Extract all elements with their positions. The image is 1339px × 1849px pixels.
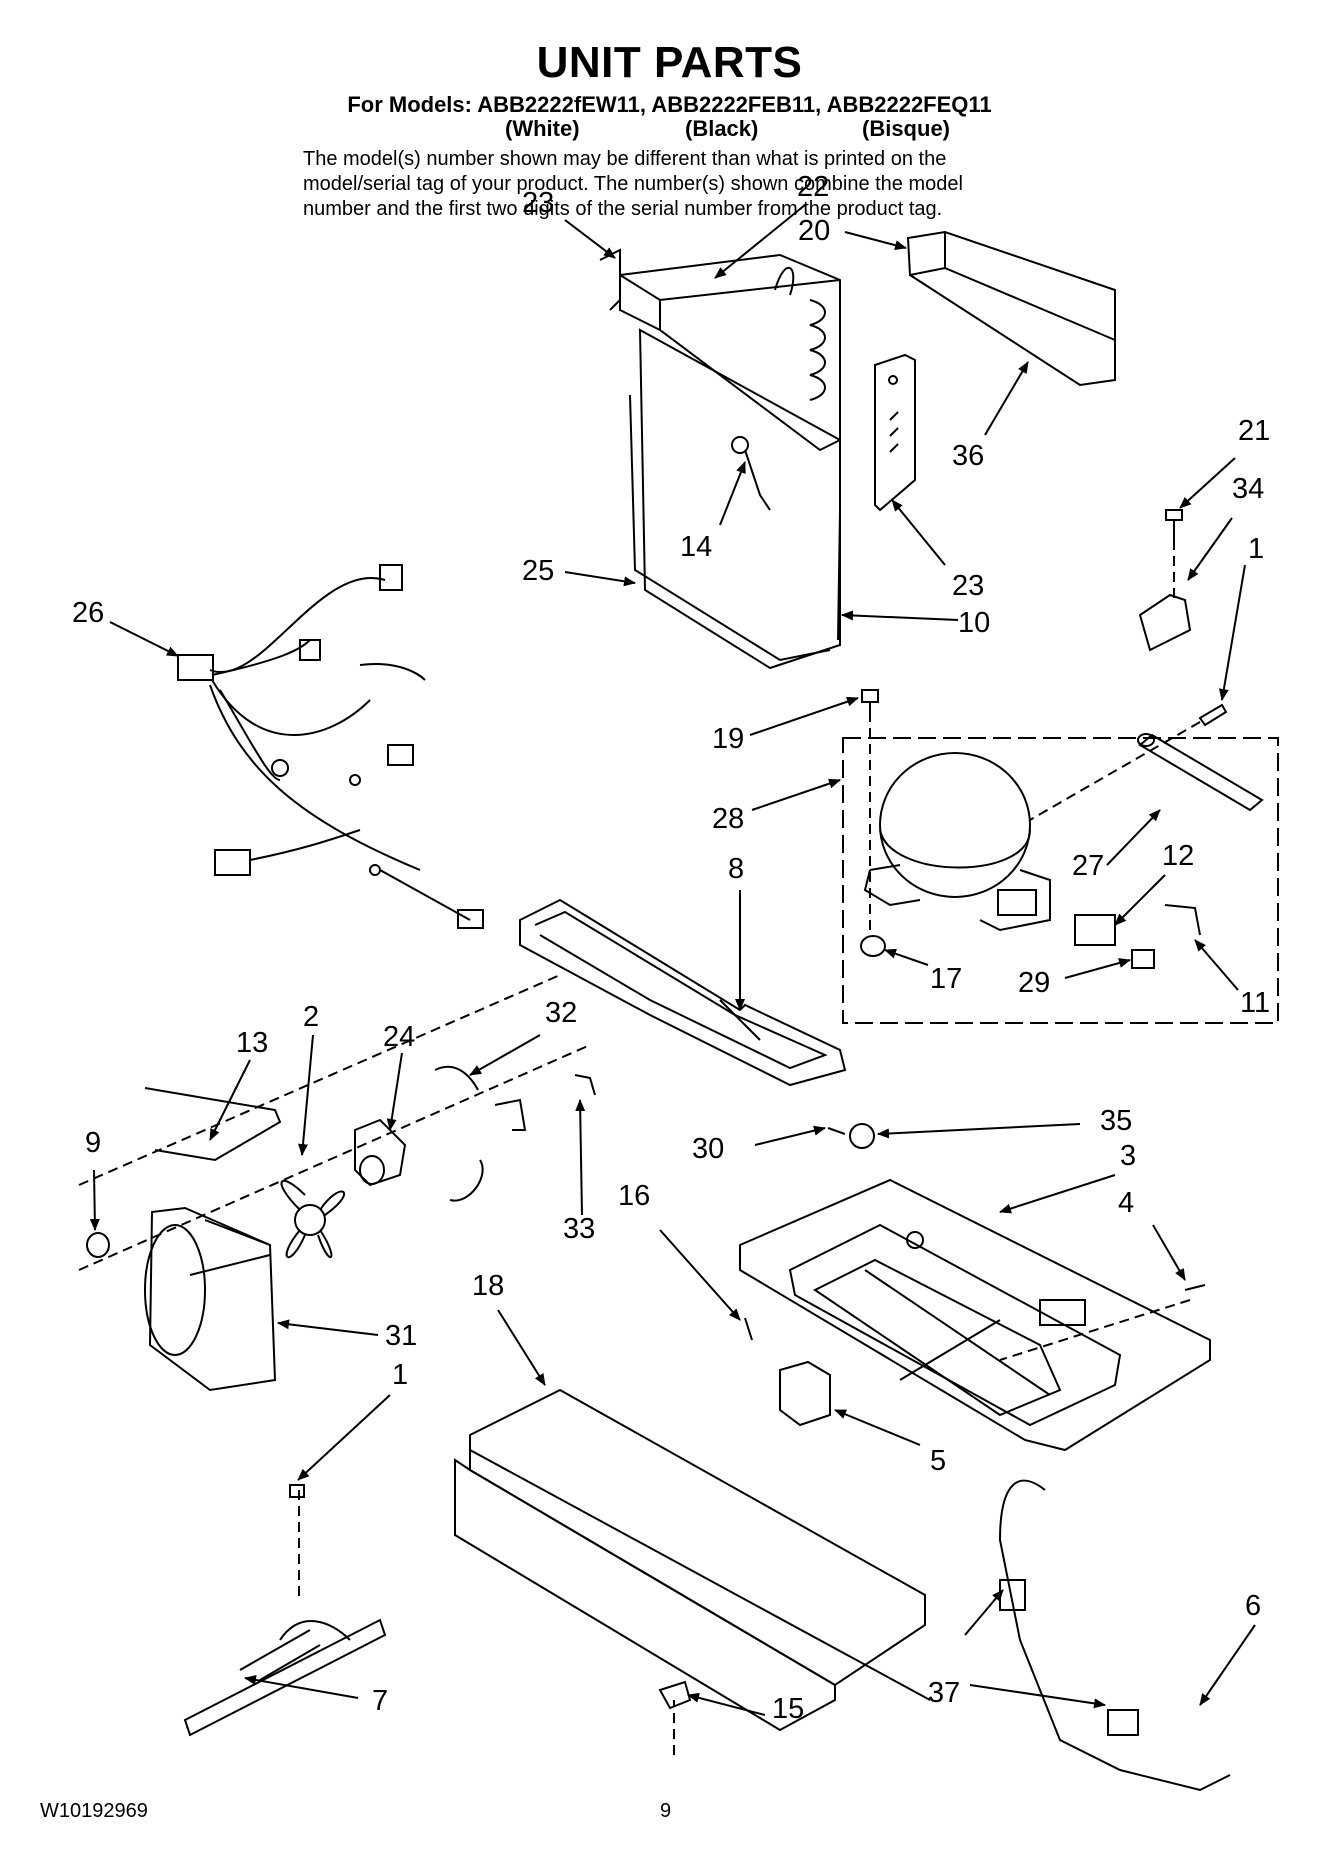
callout-24: 24 xyxy=(383,1021,415,1053)
color-black: (Black) xyxy=(685,116,759,141)
callout-13: 13 xyxy=(236,1027,268,1059)
spacer-block-part xyxy=(779,1360,831,1427)
note-line: The model(s) number shown may be differe… xyxy=(303,148,947,170)
callout-1-top: 1 xyxy=(1248,533,1264,565)
condenser-coil-part xyxy=(454,1388,931,1732)
callout-19: 19 xyxy=(712,723,744,755)
screw-16-part xyxy=(744,1317,753,1341)
callout-33: 33 xyxy=(563,1213,595,1245)
callout-23-right: 23 xyxy=(952,570,984,602)
callout-8: 8 xyxy=(728,853,744,885)
drain-tube-part xyxy=(998,1479,1231,1792)
screw-4-part xyxy=(1184,1284,1206,1291)
callout-6: 6 xyxy=(1245,1590,1261,1622)
callout-31: 31 xyxy=(385,1320,417,1352)
callout-21: 21 xyxy=(1238,415,1270,447)
models-line: For Models: ABB2222fEW11, ABB2222FEB11, … xyxy=(347,92,992,117)
screw-21-part xyxy=(1165,509,1183,540)
callout-18: 18 xyxy=(472,1270,504,1302)
evaporator-cover-part xyxy=(629,328,841,670)
parts-drawing xyxy=(78,230,1279,1792)
callout-2: 2 xyxy=(303,1001,319,1033)
clip-34-part xyxy=(1138,593,1192,652)
screw-19-part xyxy=(861,689,879,712)
compressor-group-box xyxy=(842,737,1279,1024)
fan-motor-part xyxy=(354,1118,407,1187)
callout-16: 16 xyxy=(618,1180,650,1212)
callout-26: 26 xyxy=(72,597,104,629)
callout-29: 29 xyxy=(1018,967,1050,999)
callout-14: 14 xyxy=(680,531,712,563)
callout-17: 17 xyxy=(930,963,962,995)
color-white: (White) xyxy=(505,116,580,141)
note-line: model/serial tag of your product. The nu… xyxy=(303,173,963,195)
drain-pan-part xyxy=(519,898,847,1087)
callout-10: 10 xyxy=(958,607,990,639)
relay-part xyxy=(1074,904,1201,969)
heater-part xyxy=(183,1484,387,1737)
callout-37: 37 xyxy=(928,1677,960,1709)
callout-11: 11 xyxy=(1240,987,1270,1019)
callout-15: 15 xyxy=(772,1693,804,1725)
fan-blade-part xyxy=(280,1179,346,1259)
screw-1-top-part xyxy=(1198,703,1228,727)
color-bisque: (Bisque) xyxy=(862,116,950,141)
callout-28: 28 xyxy=(712,803,744,835)
callout-30: 30 xyxy=(692,1133,724,1165)
motor-bracket-part xyxy=(434,1065,527,1202)
grommet-17-part xyxy=(860,935,886,957)
callout-34: 34 xyxy=(1232,473,1264,505)
grommet-9-part xyxy=(86,1232,110,1258)
callout-12: 12 xyxy=(1162,840,1194,872)
callout-36: 36 xyxy=(952,440,984,472)
assembly-lines xyxy=(78,540,1201,1755)
callout-20: 20 xyxy=(798,215,830,247)
callout-labels: 23 22 20 36 21 34 1 14 23 25 10 26 19 28… xyxy=(72,171,1270,1725)
pin-30-part xyxy=(827,1127,846,1135)
evaporator-part xyxy=(599,248,841,452)
screw-33-part xyxy=(574,1074,596,1096)
filter-drier-part xyxy=(1137,733,1264,812)
callout-22: 22 xyxy=(797,171,829,203)
callout-23-top: 23 xyxy=(522,187,554,219)
page-number: 9 xyxy=(660,1800,672,1822)
base-plate-part xyxy=(739,1178,1211,1452)
model-note: The model(s) number shown may be differe… xyxy=(303,147,1103,222)
bracket-part xyxy=(874,353,916,512)
callout-3: 3 xyxy=(1120,1140,1136,1172)
fan-shroud-part xyxy=(144,1206,277,1392)
compressor-part xyxy=(863,752,1051,932)
callout-1-bottom: 1 xyxy=(392,1359,408,1391)
callout-4: 4 xyxy=(1118,1187,1134,1219)
wiring-harness-part xyxy=(177,564,484,929)
note-line: number and the first two digits of the s… xyxy=(303,198,943,220)
insulation-strip-part xyxy=(144,1087,282,1162)
callout-27: 27 xyxy=(1072,850,1104,882)
callout-7: 7 xyxy=(372,1685,388,1717)
callout-35: 35 xyxy=(1100,1105,1132,1137)
document-number: W10192969 xyxy=(40,1800,148,1822)
callout-arrows xyxy=(89,204,1256,1716)
callout-32: 32 xyxy=(545,997,577,1029)
callout-9: 9 xyxy=(85,1127,101,1159)
page-title: UNIT PARTS xyxy=(536,38,803,87)
air-duct-part xyxy=(906,230,1116,387)
callout-5: 5 xyxy=(930,1445,946,1477)
grommet-35-part xyxy=(849,1123,875,1149)
callout-25: 25 xyxy=(522,555,554,587)
thermostat-part xyxy=(731,436,771,511)
